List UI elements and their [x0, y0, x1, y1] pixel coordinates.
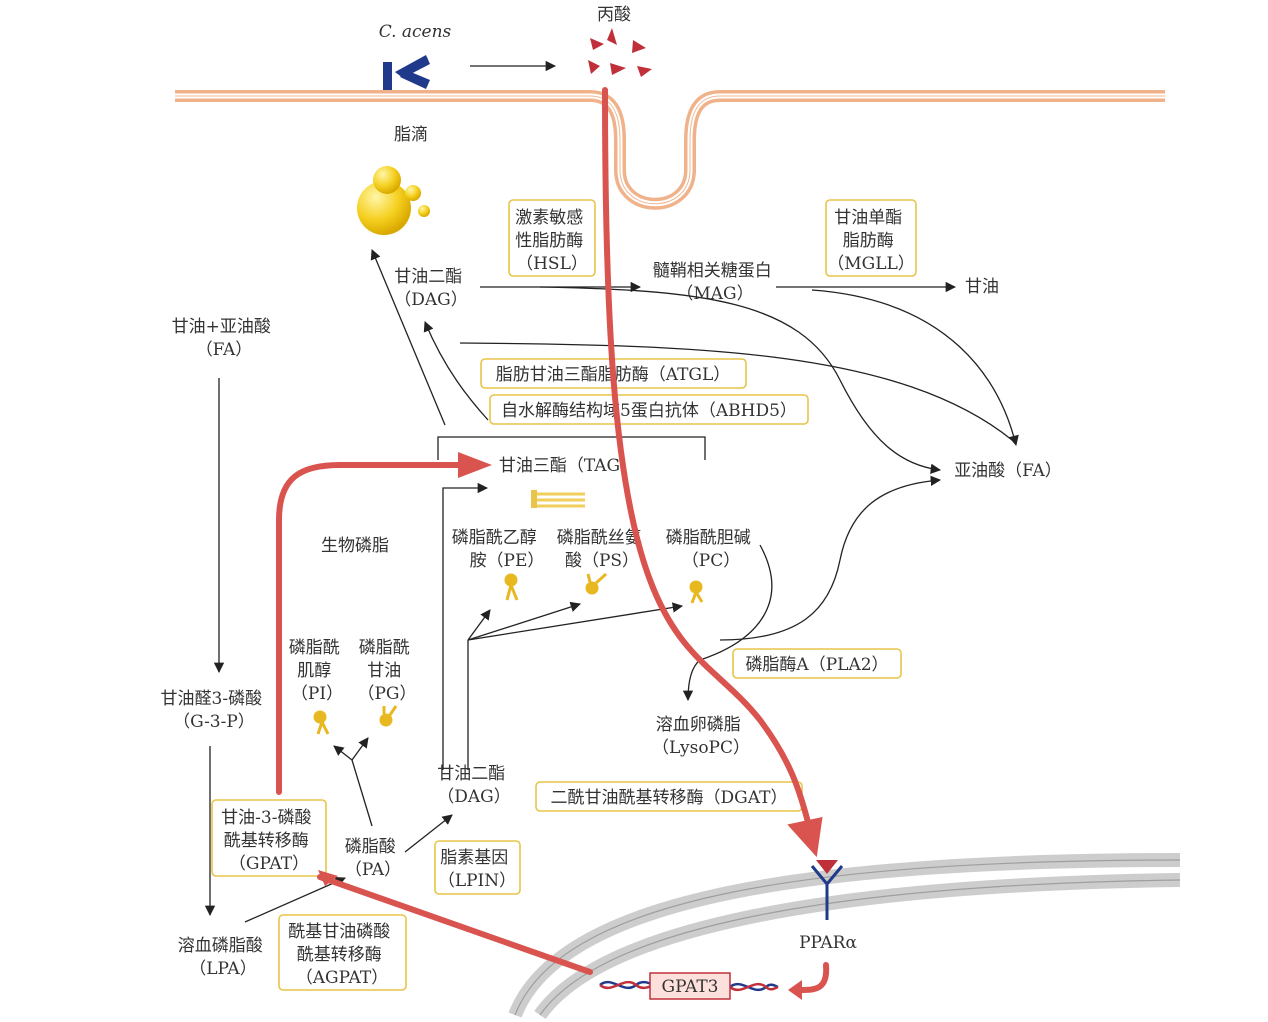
dag-bottom-label: 甘油二酯 （DAG） [437, 764, 511, 807]
pc-molecule-icon [689, 580, 704, 604]
svg-text:脂素基因 （LPIN）: 脂素基因 （LPIN） [438, 848, 516, 891]
lpin-enzyme-box: 脂素基因 （LPIN） [434, 840, 521, 895]
pg-label: 磷脂酰 甘油 （PG） [357, 638, 416, 704]
propionate-molecules-icon [588, 28, 652, 77]
lipid-droplet-icon [357, 166, 430, 235]
dna-helix-right-icon [729, 982, 779, 992]
agpat-enzyme-box: 酰基甘油磷酸 酰基转移酶 （AGPAT） [278, 914, 407, 991]
ppara-receptor-icon [810, 860, 844, 920]
highlight-pathway [276, 87, 830, 1000]
abhd5-enzyme-box: 自水解酶结构域5蛋白抗体（ABHD5） [489, 394, 809, 425]
gpat3-label: GPAT3 [662, 977, 719, 997]
glycerol-label: 甘油 [965, 277, 999, 297]
ppara-label: PPARα [799, 933, 857, 953]
lipid-droplet-label: 脂滴 [394, 125, 428, 145]
svg-text:甘油单酯 脂肪酶 （MGLL）: 甘油单酯 脂肪酶 （MGLL） [827, 208, 915, 274]
ps-molecule-icon [585, 572, 608, 595]
svg-text:磷脂酶A（PLA2）: 磷脂酶A（PLA2） [745, 655, 888, 675]
dag-top-label: 甘油二酯 （DAG） [394, 267, 468, 310]
svg-text:酰基甘油磷酸 酰基转移酶 （AGPA: 酰基甘油磷酸 酰基转移酶 （AGPAT） [288, 922, 395, 988]
svg-text:自水解酶结构域5蛋白抗体（ABHD5）: 自水解酶结构域5蛋白抗体（ABHD5） [501, 401, 797, 421]
bacterium-label: C. acens [379, 22, 452, 42]
pg-molecule-icon [379, 705, 398, 727]
propionate-label: 丙酸 [597, 5, 631, 25]
pc-label: 磷脂酰胆碱 （PC） [666, 528, 756, 571]
glycerol-linoleic-label: 甘油+亚油酸 （FA） [172, 317, 277, 360]
ps-label: 磷脂酰丝氨 酸（PS） [557, 528, 647, 571]
dgat-enzyme-box: 二酰甘油酰基转移酶（DGAT） [535, 781, 803, 812]
gpat3-gene-box [649, 972, 731, 1000]
cell-membrane [175, 90, 1165, 210]
svg-text:二酰甘油酰基转移酶（DGAT）: 二酰甘油酰基转移酶（DGAT） [551, 788, 788, 808]
tag-molecule-icon [531, 490, 585, 508]
biophospholipid-label: 生物磷脂 [321, 536, 389, 556]
lpa-label: 溶血磷脂酸 （LPA） [178, 936, 268, 979]
lysopc-label: 溶血卵磷脂 （LysoPC） [652, 715, 750, 758]
mag-label: 髓鞘相关糖蛋白 （MAG） [653, 261, 777, 304]
pi-molecule-icon [313, 710, 330, 735]
pe-label: 磷脂酰乙醇 胺（PE） [452, 528, 545, 571]
bacterium-icon [383, 55, 430, 90]
pe-molecule-icon [504, 573, 519, 601]
pi-label: 磷脂酰 肌醇 （PI） [289, 638, 345, 704]
svg-text:激素敏感 性脂肪酶 （HSL）: 激素敏感 性脂肪酶 （HSL） [515, 208, 588, 274]
hsl-enzyme-box: 激素敏感 性脂肪酶 （HSL） [508, 199, 596, 277]
g3p-label: 甘油醛3-磷酸 （G-3-P） [161, 689, 268, 732]
pa-label: 磷脂酸 （PA） [345, 837, 401, 880]
mgll-enzyme-box: 甘油单酯 脂肪酶 （MGLL） [825, 199, 917, 277]
pla2-enzyme-box: 磷脂酶A（PLA2） [732, 648, 902, 679]
tag-label: 甘油三酯（TAG） [499, 456, 637, 476]
gpat-enzyme-box: 甘油-3-磷酸 酰基转移酶 （GPAT） [211, 799, 327, 877]
svg-text:甘油-3-磷酸 酰基转移酶 （GPA: 甘油-3-磷酸 酰基转移酶 （GPAT） [221, 808, 317, 874]
linoleic-acid-label: 亚油酸（FA） [954, 461, 1062, 481]
